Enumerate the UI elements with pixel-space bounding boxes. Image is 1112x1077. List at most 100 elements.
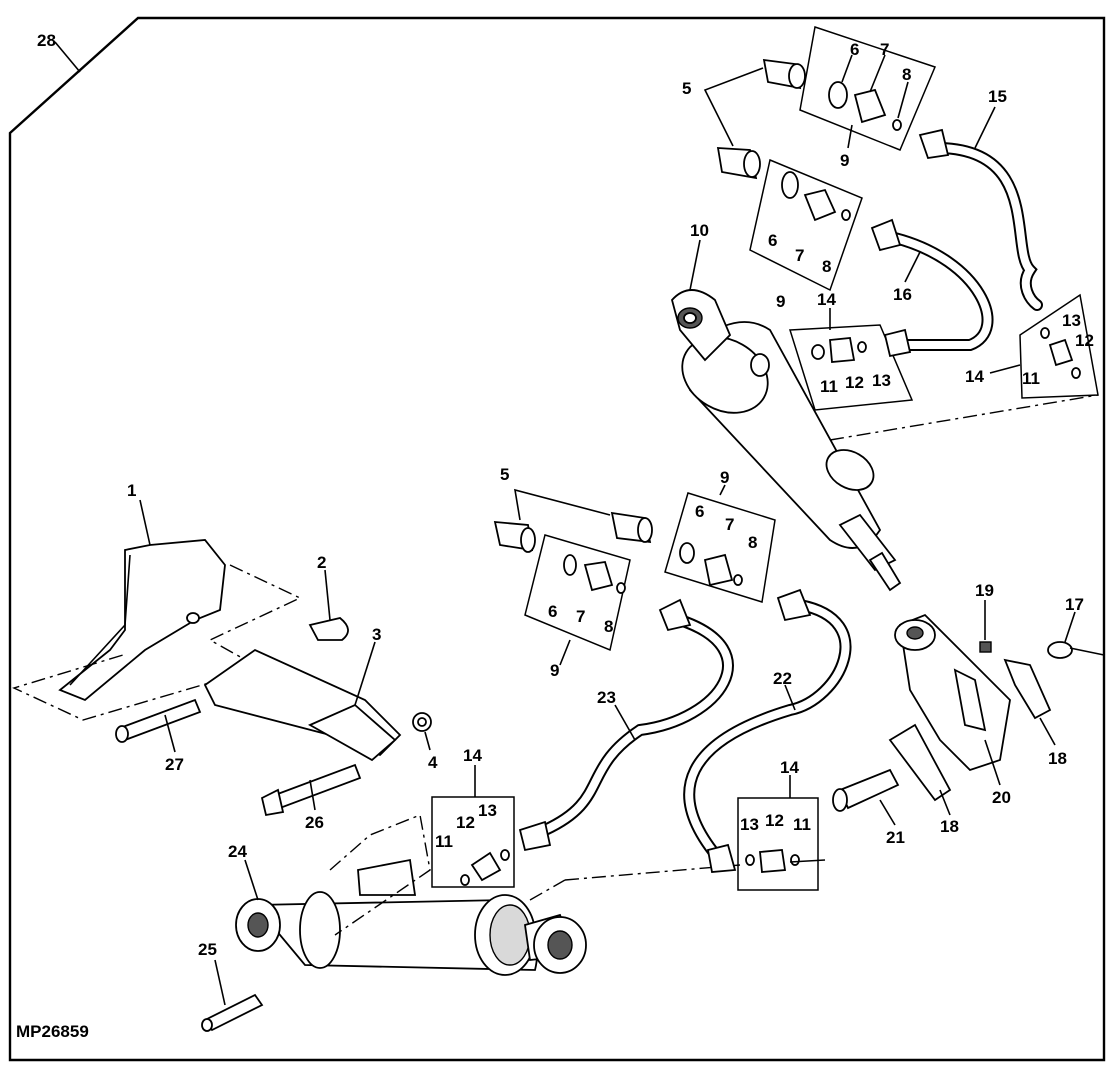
callout-23: 23 [597, 688, 616, 707]
callout-7-lower-a: 7 [576, 607, 585, 626]
callout-13-lower-a: 13 [478, 801, 497, 820]
leader-5-upper [703, 67, 764, 147]
callout-10: 10 [690, 221, 709, 240]
callout-9-upper-b: 9 [776, 292, 785, 311]
leader-21 [879, 799, 896, 826]
callout-12-upper-b: 12 [1075, 331, 1094, 350]
lower-fitting-box-14c [431, 796, 515, 888]
callout-6-upper-b: 6 [768, 231, 777, 250]
callout-5-upper: 5 [682, 79, 691, 98]
bracket-3 [203, 648, 402, 762]
leader-22 [784, 684, 796, 711]
callout-28: 28 [37, 31, 56, 50]
callout-11-lower-b: 11 [793, 815, 811, 834]
leader-2 [324, 569, 331, 621]
pin-21 [832, 768, 900, 812]
hose-22 [683, 588, 852, 873]
dash-leader-lower [329, 814, 431, 936]
callout-1: 1 [127, 481, 136, 500]
leader-9-lower-a [559, 639, 571, 666]
callout-11-upper-a: 11 [820, 377, 838, 396]
lower-fitting-box-14d [737, 797, 826, 891]
leader-14b [989, 364, 1021, 374]
callout-12-upper-a: 12 [845, 373, 864, 392]
bracket-20 [894, 613, 1011, 772]
callout-8-upper-b: 8 [822, 257, 831, 276]
leader-16 [904, 251, 921, 283]
callout-20: 20 [992, 788, 1011, 807]
callout-13-upper-b: 13 [1062, 311, 1081, 330]
lower-fitting-box-9a [524, 534, 631, 652]
dash-leader-lower-right [529, 879, 566, 901]
callout-22: 22 [773, 669, 792, 688]
leader-23 [614, 704, 636, 741]
leader-18a [1039, 717, 1056, 746]
leader-7 [869, 54, 886, 93]
leader-1 [139, 499, 151, 546]
callout-14-lower-a: 14 [463, 746, 482, 765]
callout-24: 24 [228, 842, 247, 861]
callout-8-lower-b: 8 [748, 533, 757, 552]
pin-27 [115, 698, 202, 743]
leader-27 [164, 714, 176, 753]
pin-25 [201, 993, 264, 1032]
leader-15 [974, 106, 996, 149]
callout-15: 15 [988, 87, 1007, 106]
leader-10 [689, 239, 701, 291]
coupler-5-upper [716, 58, 806, 180]
upper-cylinder [671, 289, 902, 592]
dash-outline-1 [12, 564, 302, 721]
leader-28 [54, 41, 81, 73]
callout-12-lower-b: 12 [765, 811, 784, 830]
callout-27: 27 [165, 755, 184, 774]
leader-20 [984, 739, 1001, 786]
leader-24 [244, 859, 259, 901]
callout-13-upper-a: 13 [872, 371, 891, 390]
callout-9-upper-a: 9 [840, 151, 849, 170]
callout-7-lower-b: 7 [725, 515, 734, 534]
callout-14-upper-b: 14 [965, 367, 984, 386]
callout-6-upper-a: 6 [850, 40, 859, 59]
callout-16: 16 [893, 285, 912, 304]
callout-7-upper-a: 7 [880, 40, 889, 59]
hose-16 [870, 218, 994, 358]
callout-13-lower-b: 13 [740, 815, 759, 834]
leader-18b [939, 789, 951, 816]
plate-18-upper [1003, 658, 1052, 720]
callout-17: 17 [1065, 595, 1084, 614]
callout-14-lower-b: 14 [780, 758, 799, 777]
callout-9-lower-b: 9 [720, 468, 729, 487]
pin-17 [1047, 641, 1105, 659]
callout-18-right: 18 [1048, 749, 1067, 768]
nut-4 [412, 712, 432, 732]
diagram-frame [8, 16, 1106, 1062]
callout-9-lower-a: 9 [550, 661, 559, 680]
callout-8-upper-a: 8 [902, 65, 911, 84]
callout-11-lower-a: 11 [435, 832, 453, 851]
callout-14-upper-a: 14 [817, 290, 836, 309]
callout-8-lower-a: 8 [604, 617, 613, 636]
clip-2 [308, 617, 349, 641]
upper-fitting-box-right [799, 26, 937, 151]
leader-5-lower [514, 488, 611, 521]
leader-9-lower-b [719, 484, 726, 496]
callout-12-lower-a: 12 [456, 813, 475, 832]
leader-3 [354, 641, 376, 706]
lower-cylinder [235, 858, 587, 976]
lower-fitting-box-9b [664, 492, 776, 603]
bracket-1 [58, 539, 226, 702]
callout-6-lower-a: 6 [548, 602, 557, 621]
upper-fitting-box-14a [788, 324, 914, 411]
bolt-26 [260, 763, 362, 817]
leader-9-upper [847, 124, 853, 149]
coupler-5-lower [493, 511, 653, 553]
leader-17 [1064, 611, 1076, 643]
callout-11-upper-b: 11 [1022, 369, 1040, 388]
callout-26: 26 [305, 813, 324, 832]
hose-23 [518, 598, 734, 852]
leader-4 [424, 731, 431, 751]
plate-18-lower [888, 723, 952, 802]
figure-id: MP26859 [16, 1022, 89, 1041]
callout-2: 2 [317, 553, 326, 572]
